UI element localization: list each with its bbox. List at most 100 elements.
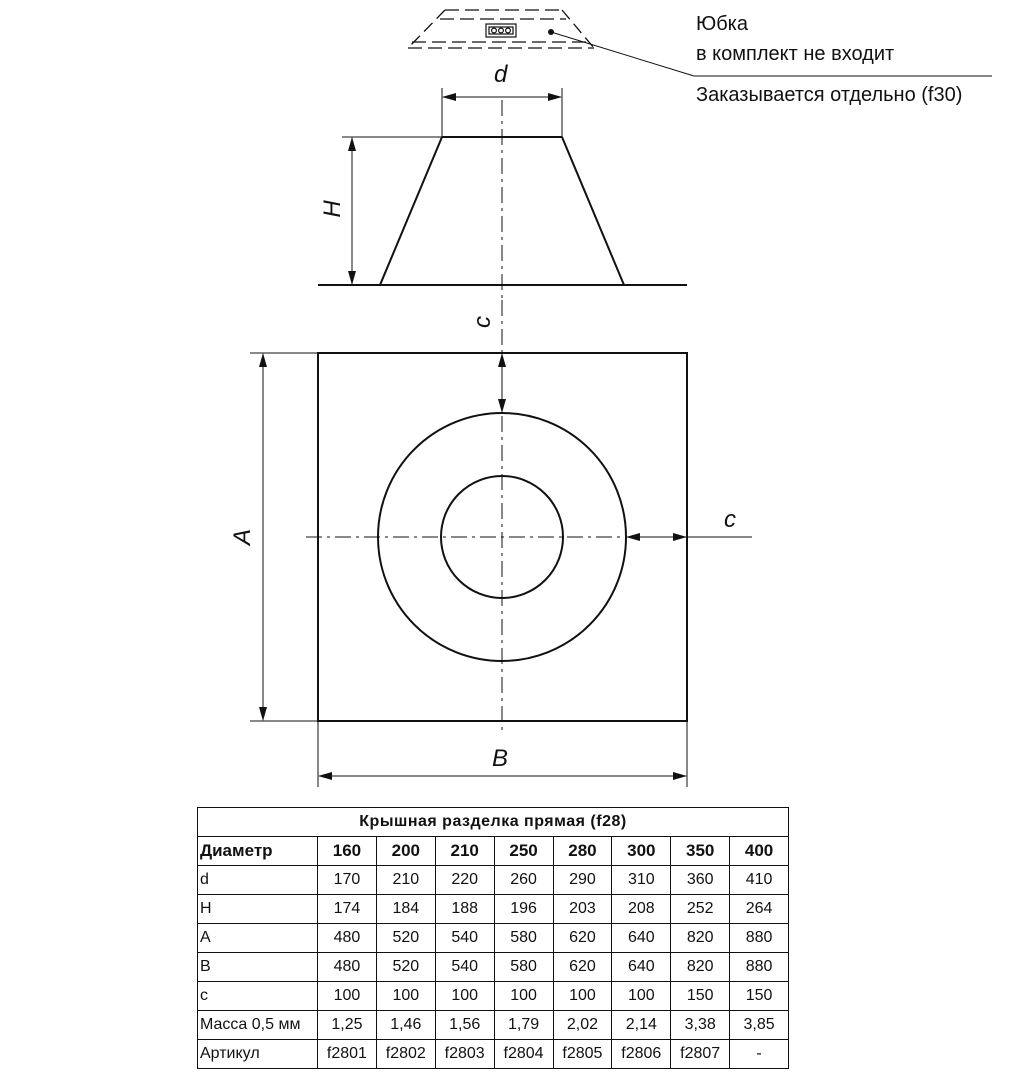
table-cell: 540 bbox=[434, 952, 495, 982]
dimension-H-label: H bbox=[319, 200, 346, 218]
row-label: A bbox=[197, 923, 318, 953]
dimension-d-label: d bbox=[494, 61, 508, 88]
table-cell: 580 bbox=[493, 952, 554, 982]
table-cell: 203 bbox=[552, 894, 613, 924]
table-cell: 620 bbox=[552, 923, 613, 953]
spec-table: Крышная разделка прямая (f28) Диаметр 16… bbox=[197, 807, 789, 1069]
table-cell: 3,38 bbox=[670, 1010, 731, 1040]
clamp-bolt-icon bbox=[485, 23, 517, 38]
table-cell: 480 bbox=[317, 923, 377, 953]
table-cell: 310 bbox=[611, 865, 672, 895]
table-cell: f2803 bbox=[434, 1039, 495, 1069]
table-cell: 100 bbox=[375, 981, 436, 1011]
table-cell: 100 bbox=[493, 981, 554, 1011]
table-cell: 820 bbox=[670, 923, 731, 953]
table-cell: 150 bbox=[729, 981, 789, 1011]
row-label: B bbox=[197, 952, 318, 982]
table-cell: 540 bbox=[434, 923, 495, 953]
table-cell: 170 bbox=[317, 865, 377, 895]
table-cell: 3,85 bbox=[729, 1010, 789, 1040]
table-cell: 620 bbox=[552, 952, 613, 982]
header-diameter: 400 bbox=[729, 836, 789, 866]
dimension-c-top-label: c bbox=[469, 316, 496, 328]
header-diameter: 350 bbox=[670, 836, 731, 866]
table-cell: 580 bbox=[493, 923, 554, 953]
table-cell: 2,14 bbox=[611, 1010, 672, 1040]
table-cell: 260 bbox=[493, 865, 554, 895]
skirt-note-line1: Юбка bbox=[696, 13, 749, 35]
header-diameter: 300 bbox=[611, 836, 672, 866]
dimension-A-label: A bbox=[229, 529, 256, 547]
table-cell: 640 bbox=[611, 952, 672, 982]
dimension-c-side-label: c bbox=[724, 506, 736, 533]
table-cell: 880 bbox=[729, 923, 789, 953]
table-cell: 100 bbox=[611, 981, 672, 1011]
table-cell: 1,79 bbox=[493, 1010, 554, 1040]
dimension-A bbox=[250, 352, 318, 722]
table-cell: 184 bbox=[375, 894, 436, 924]
table-cell: 290 bbox=[552, 865, 613, 895]
table-cell: 100 bbox=[317, 981, 377, 1011]
header-diameter: 250 bbox=[493, 836, 554, 866]
table-title: Крышная разделка прямая (f28) bbox=[197, 807, 789, 837]
technical-drawing: Юбка в комплект не входит Заказывается о… bbox=[229, 9, 992, 787]
skirt-note-line3: Заказывается отдельно (f30) bbox=[696, 84, 962, 106]
table-cell: 188 bbox=[434, 894, 495, 924]
dimension-B bbox=[317, 721, 688, 787]
table-cell: 196 bbox=[493, 894, 554, 924]
table-cell: 220 bbox=[434, 865, 495, 895]
table-cell: 252 bbox=[670, 894, 731, 924]
table-cell: 208 bbox=[611, 894, 672, 924]
table-cell: 520 bbox=[375, 923, 436, 953]
skirt-outline bbox=[407, 9, 595, 49]
table-cell: 1,25 bbox=[317, 1010, 377, 1040]
table-cell: 2,02 bbox=[552, 1010, 613, 1040]
dimension-H bbox=[342, 136, 442, 285]
table-cell: 520 bbox=[375, 952, 436, 982]
table-cell: 640 bbox=[611, 923, 672, 953]
table-cell: 174 bbox=[317, 894, 377, 924]
header-diameter: 160 bbox=[317, 836, 377, 866]
header-label: Диаметр bbox=[197, 836, 318, 866]
table-header-row: Диаметр 160 200 210 250 280 300 350 400 bbox=[197, 836, 789, 866]
table-cell: f2806 bbox=[611, 1039, 672, 1069]
table-cell: 480 bbox=[317, 952, 377, 982]
table-cell: 210 bbox=[375, 865, 436, 895]
table-cell: 264 bbox=[729, 894, 789, 924]
table-cell: 150 bbox=[670, 981, 731, 1011]
table-cell: - bbox=[729, 1039, 789, 1069]
table-cell: f2802 bbox=[375, 1039, 436, 1069]
table-cell: 1,46 bbox=[375, 1010, 436, 1040]
table-cell: 880 bbox=[729, 952, 789, 982]
header-diameter: 210 bbox=[434, 836, 495, 866]
table-cell: 410 bbox=[729, 865, 789, 895]
skirt-note-line2: в комплект не входит bbox=[696, 43, 894, 65]
table-cell: 100 bbox=[434, 981, 495, 1011]
dimension-B-label: B bbox=[492, 745, 508, 772]
table-cell: f2807 bbox=[670, 1039, 731, 1069]
table-cell: f2801 bbox=[317, 1039, 377, 1069]
header-diameter: 200 bbox=[375, 836, 436, 866]
row-label: Артикул bbox=[197, 1039, 318, 1069]
row-label: c bbox=[197, 981, 318, 1011]
header-diameter: 280 bbox=[552, 836, 613, 866]
dimension-d bbox=[441, 88, 563, 137]
table-cell: 360 bbox=[670, 865, 731, 895]
table-cell: 820 bbox=[670, 952, 731, 982]
table-cell: 100 bbox=[552, 981, 613, 1011]
row-label: Масса 0,5 мм bbox=[197, 1010, 318, 1040]
table-cell: f2804 bbox=[493, 1039, 554, 1069]
skirt-leader-line bbox=[548, 29, 992, 77]
row-label: d bbox=[197, 865, 318, 895]
table-cell: 1,56 bbox=[434, 1010, 495, 1040]
table-title-row: Крышная разделка прямая (f28) bbox=[197, 807, 789, 837]
row-label: H bbox=[197, 894, 318, 924]
